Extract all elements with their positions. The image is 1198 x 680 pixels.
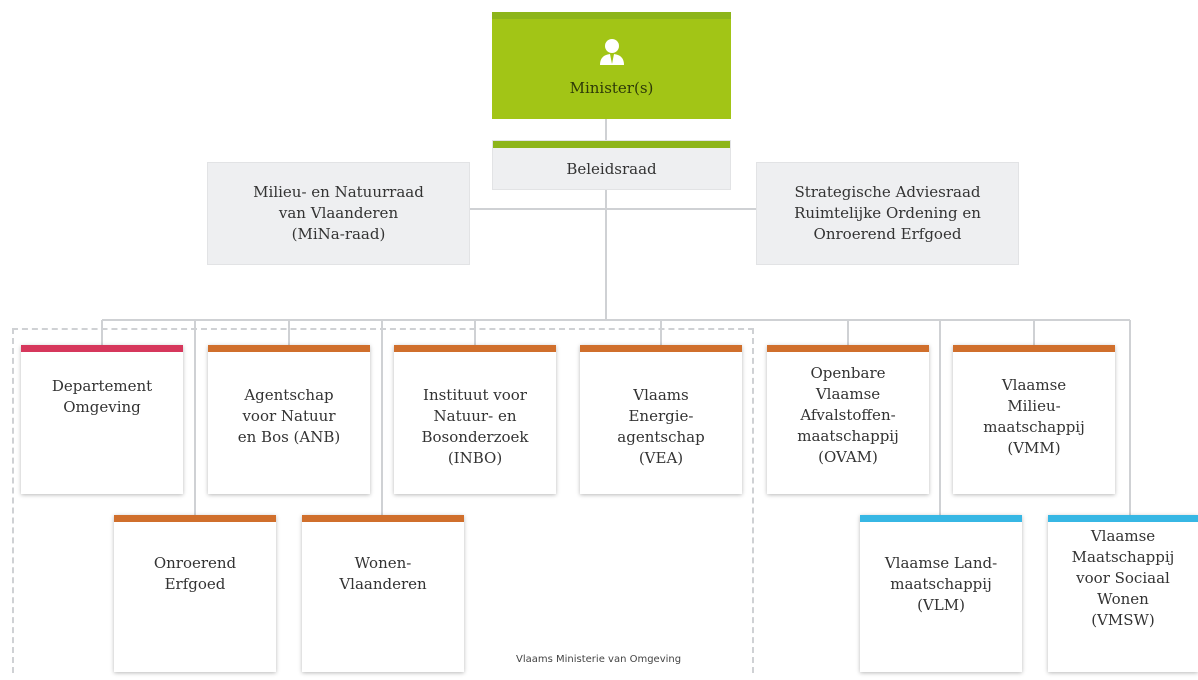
minister-top-bar xyxy=(492,12,731,19)
beleidsraad-label: Beleidsraad xyxy=(566,160,657,178)
entity-top-bar xyxy=(767,345,929,352)
entity-top-bar xyxy=(208,345,370,352)
advisory-sarope[interactable]: Strategische Adviesraad Ruimtelijke Orde… xyxy=(756,162,1019,265)
entity-vmm[interactable]: Vlaamse Milieu- maatschappij (VMM) xyxy=(953,345,1115,494)
entity-vlm[interactable]: Vlaamse Land- maatschappij (VLM) xyxy=(860,515,1022,672)
entity-label: Vlaamse Land- maatschappij (VLM) xyxy=(884,554,998,614)
beleidsraad-top-bar xyxy=(493,141,730,148)
ministry-group-label: Vlaams Ministerie van Omgeving xyxy=(516,654,682,665)
entity-top-bar xyxy=(394,345,556,352)
entity-vea[interactable]: Vlaams Energie- agentschap (VEA) xyxy=(580,345,742,494)
entity-label: Wonen- Vlaanderen xyxy=(339,554,427,593)
entity-label: Vlaamse Maatschappij voor Sociaal Wonen … xyxy=(1071,527,1175,629)
entity-top-bar xyxy=(580,345,742,352)
entity-label: Vlaamse Milieu- maatschappij (VMM) xyxy=(983,376,1085,457)
advisory-mina-raad[interactable]: Milieu- en Natuurraad van Vlaanderen (Mi… xyxy=(207,162,470,265)
person-icon xyxy=(599,38,625,66)
entity-label: Vlaams Energie- agentschap (VEA) xyxy=(617,386,705,467)
entity-label: Openbare Vlaamse Afvalstoffen- maatschap… xyxy=(797,364,899,466)
entity-top-bar xyxy=(860,515,1022,522)
entity-label: Instituut voor Natuur- en Bosonderzoek (… xyxy=(421,386,529,467)
entity-top-bar xyxy=(302,515,464,522)
beleidsraad-box[interactable]: Beleidsraad xyxy=(492,140,731,190)
ministry-group-outline xyxy=(12,328,754,673)
entity-inbo[interactable]: Instituut voor Natuur- en Bosonderzoek (… xyxy=(394,345,556,494)
entity-label: Agentschap voor Natuur en Bos (ANB) xyxy=(237,386,341,446)
entity-label: Departement Omgeving xyxy=(51,377,153,416)
entity-wonen-vlaanderen[interactable]: Wonen- Vlaanderen xyxy=(302,515,464,672)
minister-label: Minister(s) xyxy=(569,79,654,97)
minister-box[interactable]: Minister(s) xyxy=(492,12,731,119)
entity-departement-omgeving[interactable]: Departement Omgeving xyxy=(21,345,183,494)
entity-top-bar xyxy=(114,515,276,522)
entity-ovam[interactable]: Openbare Vlaamse Afvalstoffen- maatschap… xyxy=(767,345,929,494)
entity-label: Onroerend Erfgoed xyxy=(153,554,237,593)
entity-onroerend-erfgoed[interactable]: Onroerend Erfgoed xyxy=(114,515,276,672)
entity-top-bar xyxy=(1048,515,1198,522)
entity-top-bar xyxy=(21,345,183,352)
entity-top-bar xyxy=(953,345,1115,352)
entity-vmsw[interactable]: Vlaamse Maatschappij voor Sociaal Wonen … xyxy=(1048,515,1198,672)
entity-anb[interactable]: Agentschap voor Natuur en Bos (ANB) xyxy=(208,345,370,494)
